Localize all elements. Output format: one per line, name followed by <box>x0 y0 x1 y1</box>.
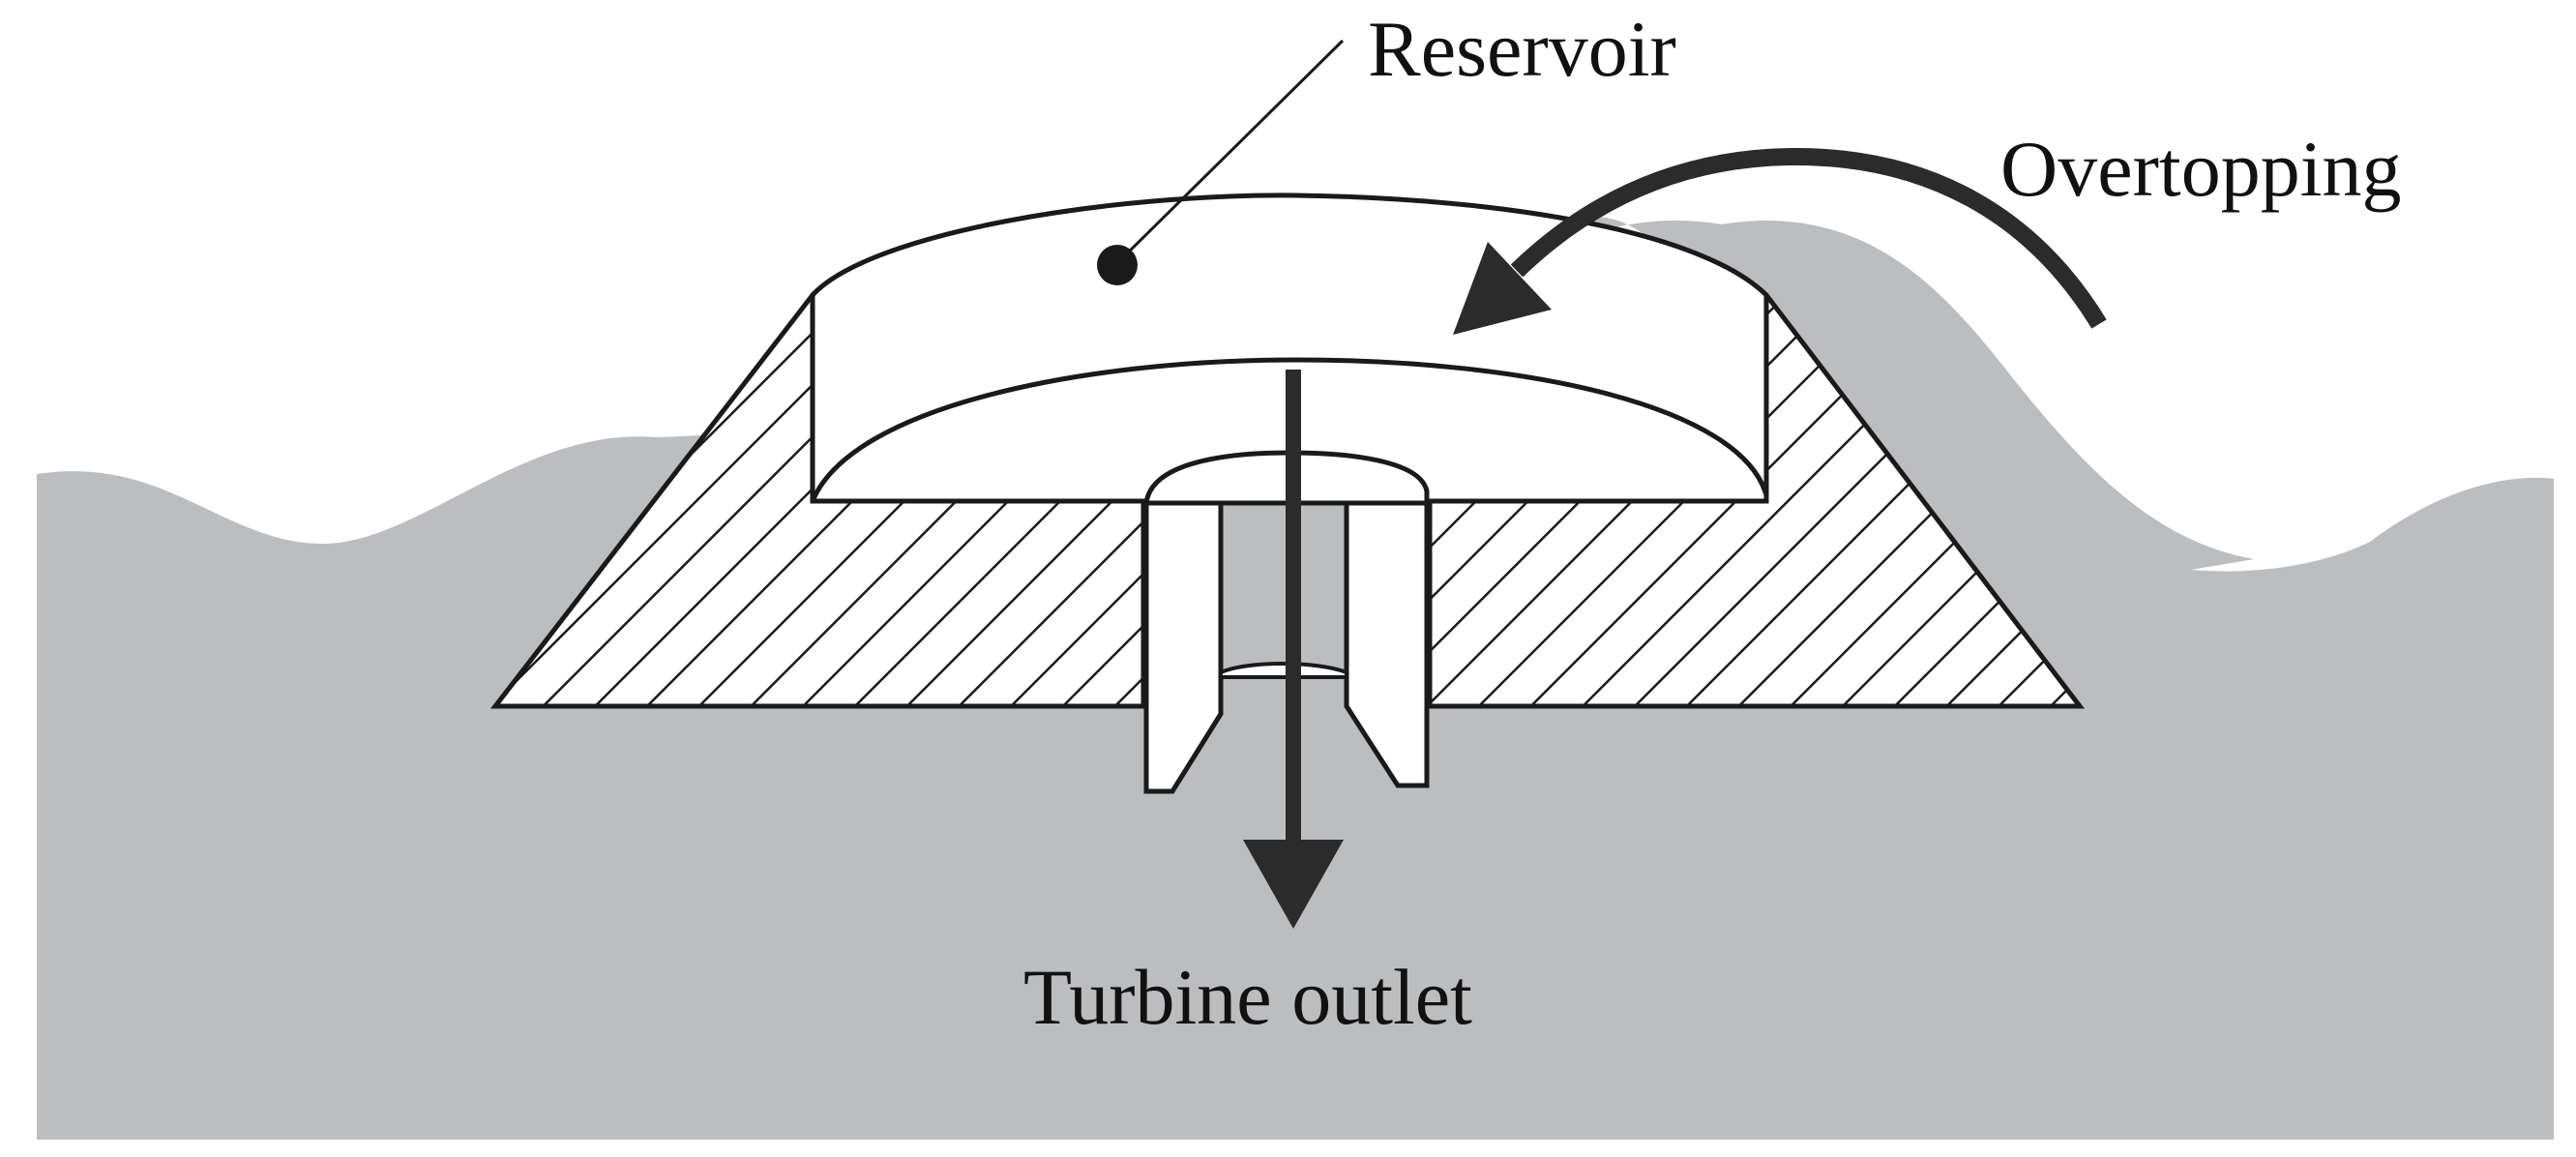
overtopping-wave <box>1575 220 2254 580</box>
leader-dot-icon <box>1097 245 1138 285</box>
duct-left-wall <box>1143 500 1224 794</box>
reservoir-leader-line <box>1115 39 1345 265</box>
duct-throat <box>1219 662 1348 679</box>
overtopping-label: Overtopping <box>2000 125 2401 213</box>
turbine-outlet-label: Turbine outlet <box>1023 953 1472 1041</box>
down-arrow-icon <box>1243 840 1344 929</box>
reservoir-label: Reservoir <box>1368 5 1676 93</box>
curved-arrow-icon <box>1453 242 1552 335</box>
overtopping-arrow-shaft <box>1510 147 2107 329</box>
reservoir-floor-curve <box>810 357 1769 502</box>
